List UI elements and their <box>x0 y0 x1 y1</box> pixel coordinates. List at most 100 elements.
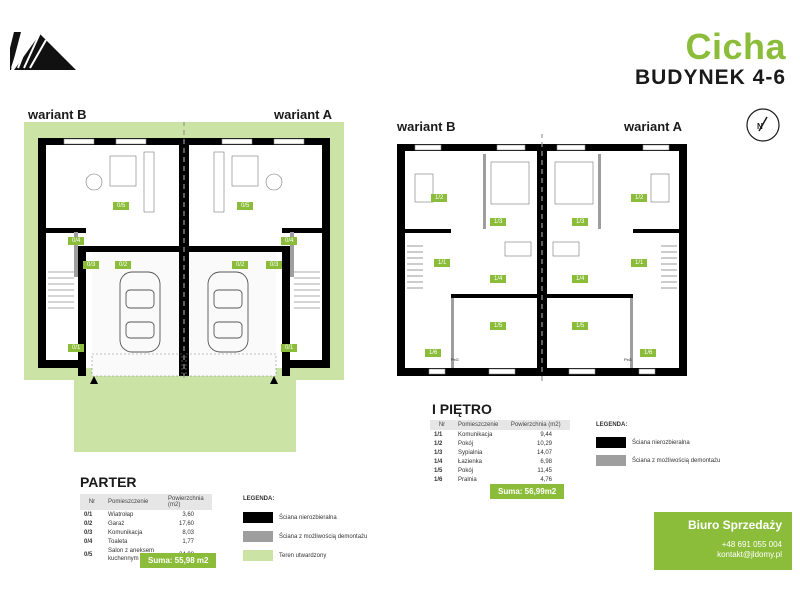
legend-swatch <box>243 531 273 542</box>
table-row: 1/5 Pokój 11,45 <box>430 466 570 475</box>
room-name: Komunikacja <box>458 431 493 438</box>
first-sum-badge: Suma: 56,99m2 <box>490 484 565 499</box>
room-area: 11,45 <box>537 467 552 474</box>
brand-title: Cicha <box>685 26 786 67</box>
room-small-label: PxG <box>451 357 459 362</box>
room-area: 9,44 <box>540 431 552 438</box>
sales-phone[interactable]: +48 691 055 004 <box>721 540 782 549</box>
col-room: Pomieszczenie <box>104 494 165 510</box>
logo <box>10 31 76 70</box>
legend-swatch <box>243 512 273 523</box>
table-row: 1/1 Komunikacja 9,44 <box>430 430 570 439</box>
legend-swatch <box>596 437 626 448</box>
room-tag: 1/6 <box>425 349 442 357</box>
room-tag: 1/4 <box>572 275 589 283</box>
ground-legend-title: LEGENDA: <box>243 496 275 502</box>
room-name: Salon z aneksem kuchennym <box>108 547 155 562</box>
legend-label: Ściana z możliwością demontażu <box>279 533 368 540</box>
room-tag: 1/4 <box>490 275 507 283</box>
legend-label: Ściana z możliwością demontażu <box>632 457 721 464</box>
col-room: Pomieszczenie <box>454 420 507 430</box>
sales-office-box: Biuro Sprzedaży +48 691 055 004 kontakt@… <box>654 512 792 570</box>
terrain-entrance <box>74 380 296 452</box>
room-code: 0/1 <box>84 511 93 518</box>
room-area: 4,76 <box>540 476 552 483</box>
room-tag: 1/2 <box>431 194 448 202</box>
building-title: BUDYNEK 4-6 <box>634 66 786 89</box>
room-area: 1,77 <box>182 538 194 545</box>
ground-sum-badge: Suma: 55,98 m2 <box>140 553 217 568</box>
room-tag: 1/3 <box>490 218 507 226</box>
room-tag: 1/3 <box>572 218 589 226</box>
compass-label: N <box>757 122 763 131</box>
room-code: 0/5 <box>84 551 93 558</box>
room-tag: 0/3 <box>266 261 283 269</box>
room-area: 8,03 <box>182 529 194 536</box>
room-tag: 0/3 <box>83 261 100 269</box>
room-code: 1/4 <box>434 458 443 465</box>
legend-item: Teren utwardzony <box>243 550 326 561</box>
room-small-label: PxG <box>624 357 632 362</box>
room-name: Garaż <box>108 520 125 527</box>
legend-item: Ściana z możliwością demontażu <box>243 531 367 542</box>
room-tag: 1/5 <box>490 322 507 330</box>
room-tag: 1/2 <box>631 194 648 202</box>
room-code: 1/2 <box>434 440 443 447</box>
table-row: 0/4 Toaleta 1,77 <box>80 537 212 546</box>
room-code: 1/5 <box>434 467 443 474</box>
table-row: 1/3 Sypialnia 14,07 <box>430 448 570 457</box>
room-name: Pokój <box>458 467 474 474</box>
table-row: 0/2 Garaż 17,60 <box>80 519 212 528</box>
room-name: Komunikacja <box>108 529 143 536</box>
compass-icon: N <box>746 108 780 142</box>
sales-email[interactable]: kontakt@jldomy.pl <box>717 550 782 560</box>
room-name: Toaleta <box>108 538 128 545</box>
legend-item: Ściana nierozbieralna <box>243 512 337 523</box>
first-legend-title: LEGENDA: <box>596 422 628 428</box>
room-area: 10,29 <box>536 440 552 447</box>
ground-floor-plan <box>24 122 344 452</box>
ground-variant-left: wariant B <box>28 107 87 122</box>
room-tag: 0/1 <box>281 344 298 352</box>
col-nr: Nr <box>80 494 104 510</box>
legend-item: Ściana z możliwością demontażu <box>596 455 720 466</box>
room-area: 6,98 <box>540 458 552 465</box>
room-tag: 1/1 <box>434 259 451 267</box>
room-tag: 0/4 <box>281 237 298 245</box>
room-tag: 1/6 <box>640 349 657 357</box>
first-variant-left: wariant B <box>397 119 456 134</box>
legend-swatch <box>243 550 273 561</box>
legend-swatch <box>596 455 626 466</box>
room-code: 1/6 <box>434 476 443 483</box>
table-row: 1/2 Pokój 10,29 <box>430 439 570 448</box>
room-tag: 0/5 <box>237 202 254 210</box>
room-name: Pokój <box>458 440 474 447</box>
room-area: 3,60 <box>182 511 194 518</box>
room-code: 1/3 <box>434 449 443 456</box>
room-name: Wiatrołap <box>108 511 134 518</box>
room-code: 0/4 <box>84 538 93 545</box>
room-tag: 0/2 <box>115 261 132 269</box>
first-floor-title: I PIĘTRO <box>432 401 492 417</box>
sales-title: Biuro Sprzedaży <box>687 518 782 532</box>
col-area: Powierzchnia (m2) <box>506 420 570 430</box>
legend-item: Ściana nierozbieralna <box>596 437 690 448</box>
legend-label: Teren utwardzony <box>279 552 327 559</box>
room-code: 0/2 <box>84 520 93 527</box>
room-tag: 0/2 <box>232 261 249 269</box>
room-area: 14,07 <box>536 449 552 456</box>
room-tag: 0/1 <box>68 344 85 352</box>
table-row: 0/1 Wiatrołap 3,60 <box>80 510 212 519</box>
room-name: Sypialnia <box>458 449 483 456</box>
room-tag: 1/5 <box>572 322 589 330</box>
col-area: Powierzchnia (m2) <box>164 494 212 510</box>
first-variant-right: wariant A <box>624 119 683 134</box>
room-code: 1/1 <box>434 431 443 438</box>
room-tag: 0/5 <box>113 202 130 210</box>
legend-label: Ściana nierozbieralna <box>279 514 337 521</box>
room-tag: 0/4 <box>68 237 85 245</box>
room-area: 17,60 <box>178 520 194 527</box>
